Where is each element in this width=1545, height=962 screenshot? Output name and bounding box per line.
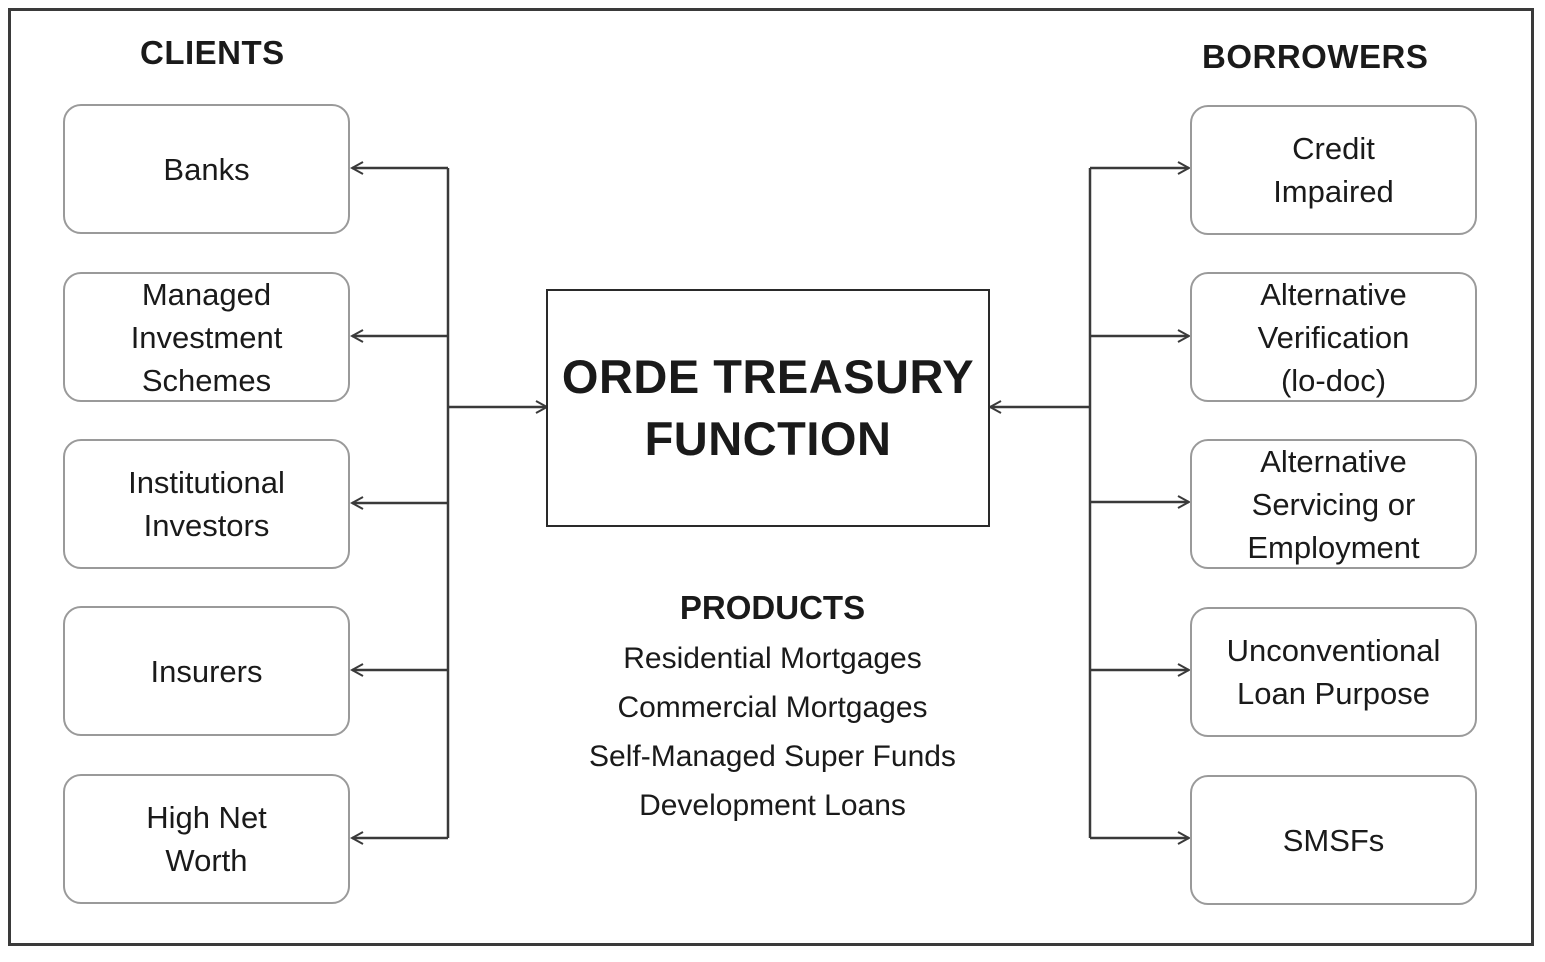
- borrower-box-unconventional-loan-purpose: Unconventional Loan Purpose: [1190, 607, 1477, 737]
- clients-heading: CLIENTS: [140, 34, 285, 71]
- client-box-high-net-worth: High Net Worth: [63, 774, 350, 904]
- client-box-insurers: Insurers: [63, 606, 350, 736]
- borrower-label-alternative-servicing: Alternative Servicing or Employment: [1247, 443, 1420, 565]
- product-item: Self-Managed Super Funds: [589, 740, 956, 773]
- borrower-box-smsfs: SMSFs: [1190, 775, 1477, 905]
- borrower-box-alternative-servicing: Alternative Servicing or Employment: [1190, 439, 1477, 569]
- products-section: PRODUCTS Residential Mortgages Commercia…: [540, 582, 1005, 830]
- diagram-frame: [8, 8, 1534, 946]
- product-item: Development Loans: [639, 789, 906, 822]
- product-item: Residential Mortgages: [623, 642, 922, 675]
- client-box-institutional-investors: Institutional Investors: [63, 439, 350, 569]
- client-label-managed-investment-schemes: Managed Investment Schemes: [130, 276, 283, 398]
- treasury-function-box: ORDE TREASURY FUNCTION: [546, 289, 990, 527]
- borrower-label-unconventional-loan-purpose: Unconventional Loan Purpose: [1226, 633, 1441, 711]
- client-box-managed-investment-schemes: Managed Investment Schemes: [63, 272, 350, 402]
- borrower-label-alternative-verification: Alternative Verification (lo-doc): [1257, 276, 1410, 398]
- borrower-box-alternative-verification: Alternative Verification (lo-doc): [1190, 272, 1477, 402]
- client-label-insurers: Insurers: [150, 653, 263, 689]
- products-heading: PRODUCTS: [679, 589, 866, 626]
- treasury-function-label: ORDE TREASURY FUNCTION: [561, 350, 975, 465]
- borrowers-heading: BORROWERS: [1202, 38, 1429, 75]
- client-label-institutional-investors: Institutional Investors: [128, 465, 285, 543]
- product-item: Commercial Mortgages: [617, 691, 928, 724]
- client-box-banks: Banks: [63, 104, 350, 234]
- borrower-label-credit-impaired: Credit Impaired: [1273, 131, 1394, 209]
- borrower-box-credit-impaired: Credit Impaired: [1190, 105, 1477, 235]
- client-label-banks: Banks: [163, 151, 250, 187]
- borrower-label-smsfs: SMSFs: [1282, 822, 1385, 858]
- client-label-high-net-worth: High Net Worth: [146, 800, 267, 878]
